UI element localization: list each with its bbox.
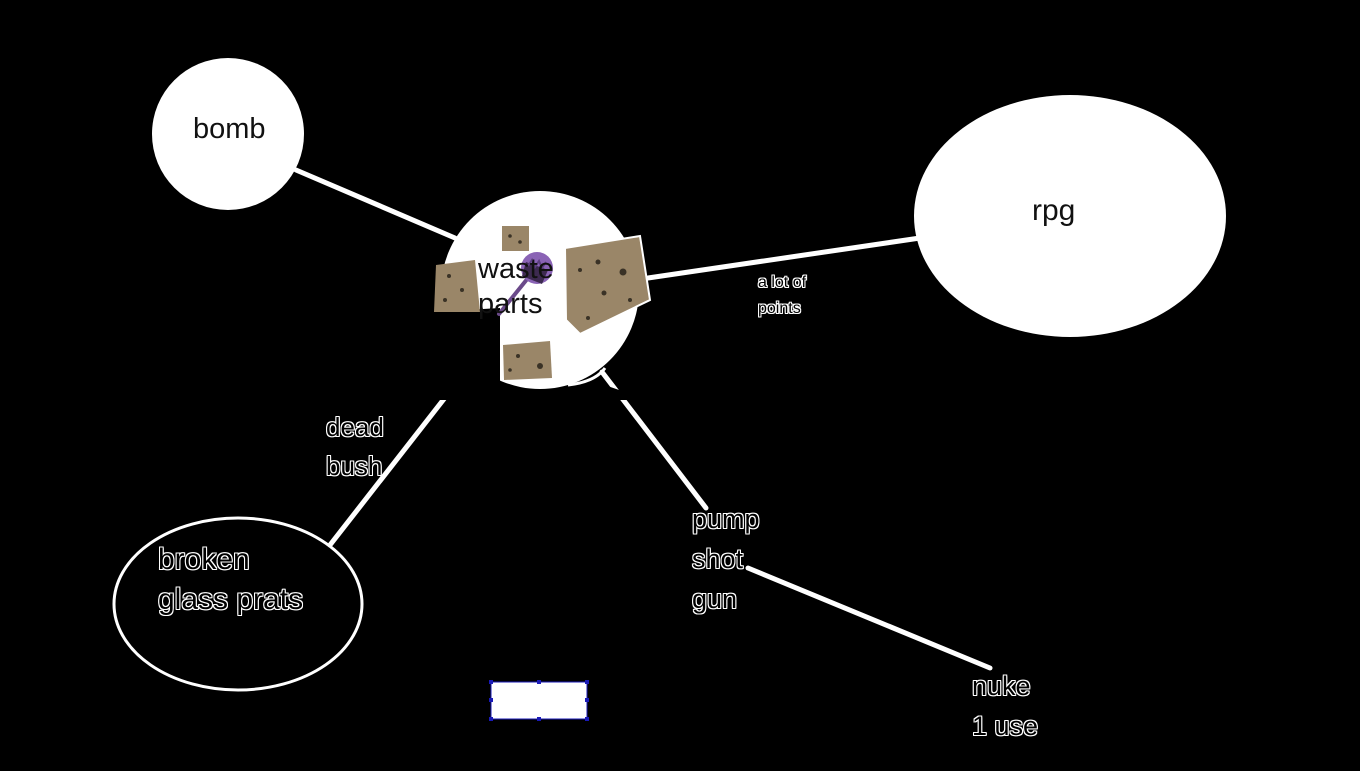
rpg-note-line1: a lot of bbox=[758, 274, 807, 291]
pump-shotgun-line1: pump bbox=[692, 504, 760, 534]
nuke-label: nuke 1 use bbox=[972, 666, 1038, 746]
dirt-block-icon bbox=[434, 260, 480, 312]
rpg-note-line2: points bbox=[758, 300, 801, 317]
dirt-block-icon bbox=[502, 226, 529, 251]
node-broken-glass-outline[interactable] bbox=[112, 516, 364, 692]
dead-bush-line1: dead bbox=[326, 412, 384, 442]
dirt-block-icon bbox=[563, 234, 652, 336]
pump-shotgun-label: pump shot gun bbox=[692, 499, 760, 619]
selection-box[interactable] bbox=[489, 680, 589, 721]
bomb-label: bomb bbox=[193, 113, 266, 145]
node-waste-parts[interactable] bbox=[420, 191, 640, 400]
dirt-block-icon bbox=[503, 341, 552, 380]
connector-bomb-center bbox=[293, 167, 458, 241]
dead-bush-label: dead bush bbox=[326, 408, 384, 486]
pump-shotgun-line3: gun bbox=[692, 584, 738, 614]
broken-glass-line1: broken bbox=[158, 543, 250, 576]
waste-parts-line2: parts bbox=[478, 287, 543, 320]
broken-glass-label: broken glass prats bbox=[158, 540, 303, 620]
nuke-line2: 1 use bbox=[972, 711, 1039, 741]
pump-shotgun-line2: shot bbox=[692, 544, 744, 574]
nuke-line1: nuke bbox=[972, 671, 1031, 701]
waste-parts-label: waste parts bbox=[478, 252, 554, 322]
connector-pump-nuke bbox=[745, 565, 993, 671]
waste-parts-line1: waste bbox=[478, 253, 554, 285]
rpg-note-label: a lot of points bbox=[758, 270, 806, 322]
dead-bush-line2: bush bbox=[326, 451, 383, 481]
rpg-label: rpg bbox=[1032, 194, 1076, 227]
node-bomb[interactable] bbox=[152, 58, 304, 210]
connector-center-brokenglass bbox=[327, 369, 468, 548]
broken-glass-line2: glass prats bbox=[158, 583, 304, 616]
purple-pickaxe-icon bbox=[497, 252, 553, 316]
node-rpg[interactable] bbox=[914, 95, 1226, 337]
connector-center-rpg bbox=[645, 235, 923, 281]
